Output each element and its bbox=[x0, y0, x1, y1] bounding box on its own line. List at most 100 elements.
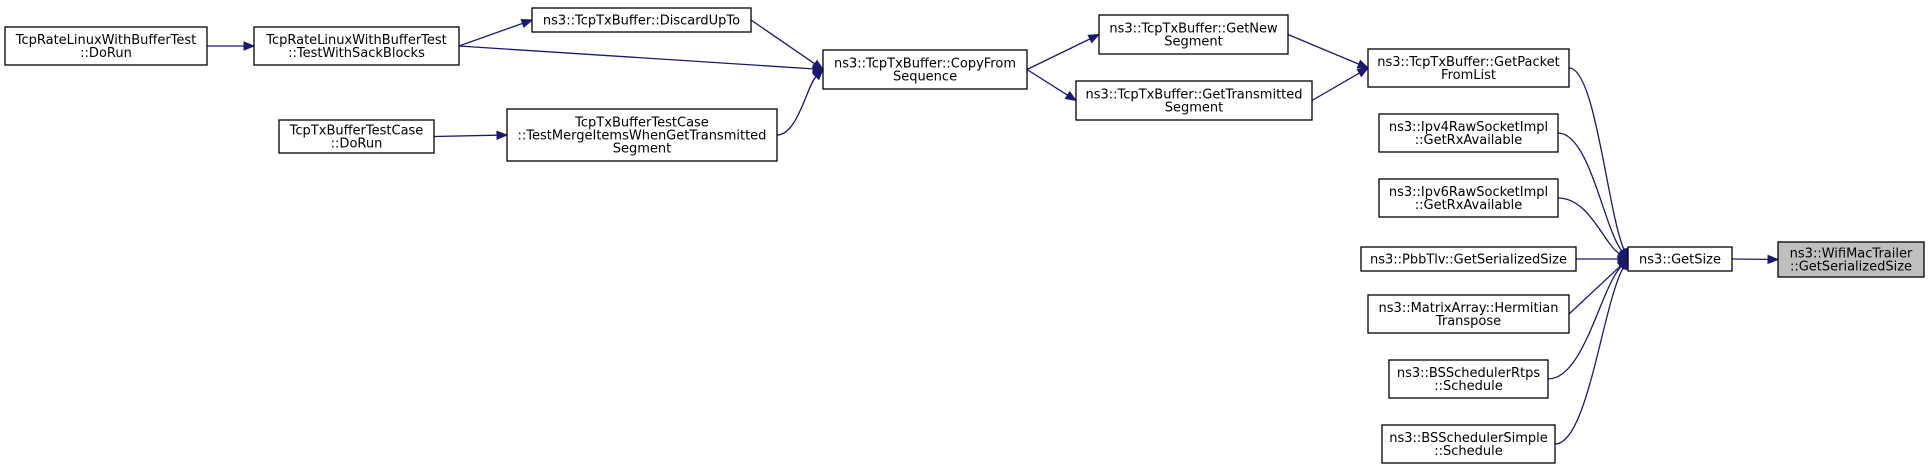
node-box bbox=[1367, 294, 1570, 334]
edge-line bbox=[1557, 197, 1620, 255]
arrowhead bbox=[1356, 59, 1370, 69]
edge-line bbox=[1026, 68, 1068, 96]
node-box bbox=[531, 7, 752, 33]
arrowhead bbox=[1767, 254, 1780, 265]
node-label-line: ns3::BSSchedulerRtps bbox=[1397, 366, 1540, 381]
node-label-line: ::GetRxAvailable bbox=[1415, 198, 1523, 213]
node-label-line: ns3::GetSize bbox=[1639, 253, 1721, 268]
edge-discard-to-copyfrom bbox=[750, 19, 825, 71]
edge-ipv4-to-getsize bbox=[1557, 132, 1629, 261]
edge-line bbox=[1568, 67, 1625, 251]
edge-testmerge-to-copyfrom bbox=[776, 68, 824, 136]
edge-copyfrom-to-getnew bbox=[1026, 33, 1101, 71]
arrowhead bbox=[812, 68, 824, 81]
node-ns3-ipv6rawsocketimpl-getrxavailable[interactable]: ns3::Ipv6RawSocketImpl::GetRxAvailable bbox=[1378, 178, 1559, 218]
edge-line bbox=[458, 45, 814, 70]
edge-ratedorun-to-testsack bbox=[207, 41, 256, 51]
node-label-line: Segment bbox=[1164, 35, 1223, 50]
node-label-line: ::Schedule bbox=[1434, 444, 1503, 459]
node-box bbox=[278, 119, 435, 154]
node-label-line: ns3::BSSchedulerSimple bbox=[1389, 431, 1547, 446]
node-ns3-wifimactrailer-getserializedsize: ns3::WifiMacTrailer::GetSerializedSize bbox=[1777, 241, 1925, 278]
node-label-line: TcpRateLinuxWithBufferTest bbox=[265, 33, 447, 48]
node-box bbox=[1367, 48, 1570, 88]
node-label-line: ns3::Ipv6RawSocketImpl bbox=[1389, 185, 1548, 200]
node-label-line: ::DoRun bbox=[331, 137, 383, 152]
node-label-line: TcpRateLinuxWithBufferTest bbox=[15, 33, 197, 48]
node-box bbox=[822, 49, 1028, 90]
arrowhead bbox=[496, 130, 509, 140]
node-tcptxbuffertestcase-testmergeitemswhengettransmittedsegment[interactable]: TcpTxBufferTestCase::TestMergeItemsWhenG… bbox=[506, 108, 778, 162]
node-box bbox=[1378, 113, 1559, 153]
node-ns3-bsschedulersimple-schedule[interactable]: ns3::BSSchedulerSimple::Schedule bbox=[1381, 424, 1556, 464]
edge-line bbox=[750, 19, 816, 65]
node-label-line: ns3::TcpTxBuffer::GetPacket bbox=[1377, 55, 1560, 70]
node-box bbox=[1777, 241, 1925, 278]
node-ns3-ipv4rawsocketimpl-getrxavailable[interactable]: ns3::Ipv4RawSocketImpl::GetRxAvailable bbox=[1378, 113, 1559, 153]
node-box bbox=[1381, 424, 1556, 464]
edge-gettrans-to-getpacket bbox=[1311, 67, 1370, 102]
edge-getnew-to-getpacket bbox=[1287, 33, 1370, 69]
node-label-line: ns3::TcpTxBuffer::GetNew bbox=[1109, 22, 1278, 37]
edge-line bbox=[1287, 33, 1360, 65]
node-label-line: ns3::WifiMacTrailer bbox=[1790, 247, 1913, 262]
edges-layer bbox=[207, 19, 1780, 445]
node-ns3-bsschedulerrtps-schedule[interactable]: ns3::BSSchedulerRtps::Schedule bbox=[1388, 359, 1549, 399]
node-box bbox=[1627, 246, 1733, 272]
node-tcptxbuffertestcase-dorun[interactable]: TcpTxBufferTestCase::DoRun bbox=[278, 119, 435, 154]
edge-line bbox=[1568, 265, 1622, 315]
arrowhead bbox=[243, 41, 256, 51]
node-label-line: ::GetSerializedSize bbox=[1790, 260, 1912, 275]
edge-line bbox=[458, 22, 523, 47]
node-label-line: TcpTxBufferTestCase bbox=[574, 116, 709, 131]
edge-getpacket-to-getsize bbox=[1568, 67, 1629, 261]
edge-line bbox=[433, 134, 498, 138]
node-label-line: ns3::Ipv4RawSocketImpl bbox=[1389, 120, 1548, 135]
node-label-line: ns3::TcpTxBuffer::DiscardUpTo bbox=[543, 14, 740, 29]
arrowhead bbox=[812, 64, 825, 74]
node-label-line: Segment bbox=[1165, 101, 1224, 116]
node-label-line: Segment bbox=[613, 142, 672, 157]
node-ns3-pbbtlv-getserializedsize[interactable]: ns3::PbbTlv::GetSerializedSize bbox=[1360, 246, 1577, 272]
arrowhead bbox=[1064, 90, 1078, 102]
edge-line bbox=[1026, 38, 1091, 71]
node-ns3-getsize[interactable]: ns3::GetSize bbox=[1627, 246, 1733, 272]
node-label-line: ::DoRun bbox=[80, 46, 132, 61]
node-ns3-tcptxbuffer-discardupto[interactable]: ns3::TcpTxBuffer::DiscardUpTo bbox=[531, 7, 752, 33]
node-box bbox=[4, 26, 208, 66]
nodes-layer: ns3::WifiMacTrailer::GetSerializedSizens… bbox=[4, 7, 1925, 464]
node-tcpratelinuxwithbuffertest-dorun[interactable]: TcpRateLinuxWithBufferTest::DoRun bbox=[4, 26, 208, 66]
edge-line bbox=[1311, 72, 1360, 102]
edge-bssimple-to-getsize bbox=[1554, 257, 1629, 445]
edge-line bbox=[1557, 132, 1623, 252]
edge-copyfrom-to-gettrans bbox=[1026, 68, 1078, 102]
edge-txdorun-to-testmerge bbox=[433, 130, 509, 140]
edge-testsack-to-discard bbox=[458, 19, 534, 47]
node-box bbox=[1388, 359, 1549, 399]
node-label-line: ns3::PbbTlv::GetSerializedSize bbox=[1370, 253, 1567, 268]
node-label-line: ::GetRxAvailable bbox=[1415, 133, 1523, 148]
node-box bbox=[506, 108, 778, 162]
node-box bbox=[1075, 80, 1313, 121]
arrowhead bbox=[1618, 257, 1629, 271]
edge-matrix-to-getsize bbox=[1568, 258, 1629, 315]
arrowhead bbox=[1356, 67, 1370, 78]
node-box bbox=[1378, 178, 1559, 218]
node-label-line: ::TestWithSackBlocks bbox=[288, 46, 425, 61]
edge-line bbox=[1554, 267, 1624, 445]
node-label-line: Transpose bbox=[1435, 314, 1501, 329]
edge-line bbox=[776, 76, 817, 136]
arrowhead bbox=[520, 19, 534, 28]
node-box bbox=[1098, 14, 1289, 55]
node-label-line: ::Schedule bbox=[1434, 379, 1503, 394]
node-tcpratelinuxwithbuffertest-testwithsackblocks[interactable]: TcpRateLinuxWithBufferTest::TestWithSack… bbox=[253, 26, 460, 66]
edge-testsack-to-copyfrom bbox=[458, 45, 825, 74]
edge-line bbox=[1547, 265, 1622, 380]
node-label-line: ns3::TcpTxBuffer::CopyFrom bbox=[834, 57, 1016, 72]
